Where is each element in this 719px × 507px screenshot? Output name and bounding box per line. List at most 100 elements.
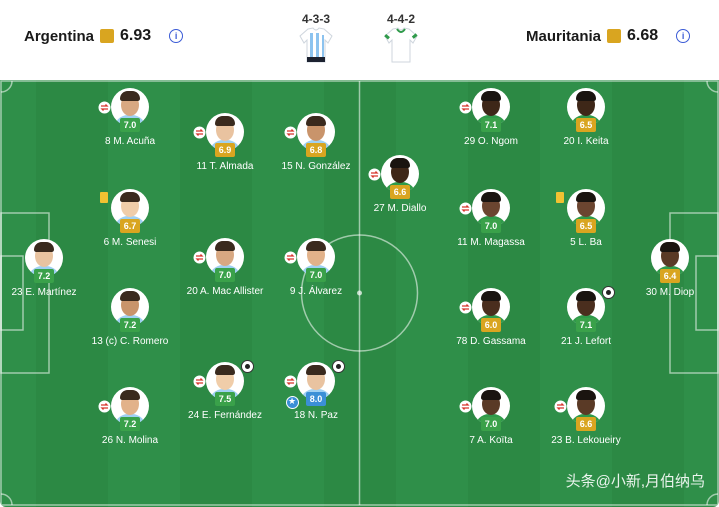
player-avatar: 7.0 (193, 238, 244, 282)
player-name: 7 A. Koïta (469, 435, 513, 446)
substitution-icon (459, 301, 472, 314)
player-rating: 7.0 (120, 118, 140, 132)
pitch-stripe (36, 80, 108, 507)
player-avatar: 7.2 (25, 239, 63, 283)
player-rating: 7.0 (481, 417, 501, 431)
away-player[interactable]: 6.6 27 M. Diallo (340, 155, 460, 214)
player-rating: 7.1 (576, 318, 596, 332)
away-player[interactable]: 6.5 20 I. Keita (526, 88, 646, 147)
player-name: 26 N. Molina (101, 435, 159, 446)
player-name: 20 I. Keita (563, 136, 609, 147)
player-rating: 7.2 (120, 318, 140, 332)
home-player[interactable]: 8.018 N. Paz (256, 360, 376, 421)
player-avatar: 7.0 (98, 88, 149, 132)
home-formation: 4-3-3 (301, 12, 330, 26)
player-avatar: 6.5 (556, 189, 605, 233)
away-formation: 4-4-2 (386, 12, 415, 26)
player-avatar: 6.6 (554, 387, 605, 431)
player-avatar: 8.0 (284, 360, 345, 409)
substitution-icon (193, 251, 206, 264)
player-avatar: 6.8 (284, 113, 335, 157)
substitution-icon (459, 101, 472, 114)
player-rating: 7.1 (481, 118, 501, 132)
goal-ball-icon (332, 360, 345, 373)
player-name: 20 A. Mac Allister (186, 286, 264, 297)
player-avatar: 6.4 (651, 239, 689, 283)
home-team-name: Argentina (24, 27, 95, 45)
substitution-icon (459, 400, 472, 413)
substitution-icon (193, 375, 206, 388)
away-team-name: Mauritania (526, 27, 602, 45)
player-avatar: 7.0 (459, 387, 510, 431)
player-name: 21 J. Lefort (560, 336, 612, 347)
player-avatar: 6.9 (193, 113, 244, 157)
player-name: 15 N. González (281, 161, 351, 172)
player-rating: 6.5 (576, 219, 596, 233)
player-rating: 7.0 (481, 219, 501, 233)
player-avatar: 6.6 (368, 155, 419, 199)
home-player[interactable]: 7.0 8 M. Acuña (70, 88, 190, 147)
home-player[interactable]: 7.0 9 J. Álvarez (256, 238, 376, 297)
away-player[interactable]: 7.0 7 A. Koïta (431, 387, 551, 446)
home-player[interactable]: 6.8 15 N. González (256, 113, 376, 172)
player-rating: 7.2 (120, 417, 140, 431)
away-player[interactable]: 7.1 21 J. Lefort (526, 286, 646, 347)
pitch-stripe (612, 80, 684, 507)
home-team: Argentina 6.93 i (24, 27, 184, 45)
player-name: 9 J. Álvarez (289, 286, 343, 297)
player-name: 6 M. Senesi (103, 237, 157, 248)
away-player[interactable]: 6.0 78 D. Gassama (431, 288, 551, 347)
yellow-card-icon (556, 192, 564, 203)
player-avatar: 7.1 (459, 88, 510, 132)
player-rating: 7.2 (34, 269, 54, 283)
player-photo (567, 88, 605, 126)
player-name: 27 M. Diallo (373, 203, 427, 214)
substitution-icon (98, 400, 111, 413)
away-info-icon[interactable]: i (676, 29, 691, 43)
home-team-rating: 6.93 (120, 27, 152, 44)
away-player[interactable]: 7.1 29 O. Ngom (431, 88, 551, 147)
home-player[interactable]: 7.0 20 A. Mac Allister (165, 238, 285, 297)
player-rating: 6.4 (660, 269, 680, 283)
away-team-rating: 6.68 (627, 27, 659, 44)
home-player[interactable]: 6.9 11 T. Almada (165, 113, 285, 172)
player-name: 30 M. Diop (645, 287, 695, 298)
player-avatar: 7.0 (459, 189, 510, 233)
home-player[interactable]: 7.2 26 N. Molina (70, 387, 190, 446)
home-team-rating-badge (100, 29, 115, 43)
player-name: 5 L. Ba (570, 237, 602, 248)
substitution-icon (193, 126, 206, 139)
substitution-icon (284, 251, 297, 264)
pitch-markings (0, 80, 719, 506)
player-rating: 6.9 (215, 143, 235, 157)
player-name: 78 D. Gassama (456, 336, 526, 347)
away-player[interactable]: 6.5 5 L. Ba (526, 189, 646, 248)
home-info-icon[interactable]: i (169, 29, 184, 43)
player-rating: 6.8 (306, 143, 326, 157)
away-kit-icon (384, 27, 418, 63)
player-avatar: 6.5 (567, 88, 605, 132)
player-avatar: 7.5 (193, 360, 254, 406)
away-team: Mauritania 6.68 i (526, 27, 691, 45)
match-header: Argentina 6.93 i 4-3-3 4-4-2 Mauritania … (0, 0, 719, 80)
home-kit-icon (299, 27, 333, 63)
away-player[interactable]: 6.4 30 M. Diop (610, 239, 719, 298)
player-name: 11 T. Almada (196, 161, 254, 172)
goal-ball-icon (602, 286, 615, 299)
player-name: 8 M. Acuña (104, 136, 156, 147)
player-rating: 6.0 (481, 318, 501, 332)
watermark-text: 头条@小新,月伯纳乌 (565, 473, 705, 490)
player-rating: 7.5 (215, 392, 235, 406)
player-name: 29 O. Ngom (464, 136, 518, 147)
substitution-icon (368, 168, 381, 181)
yellow-card-icon (100, 192, 108, 203)
player-rating: 7.0 (306, 268, 326, 282)
substitution-icon (98, 101, 111, 114)
